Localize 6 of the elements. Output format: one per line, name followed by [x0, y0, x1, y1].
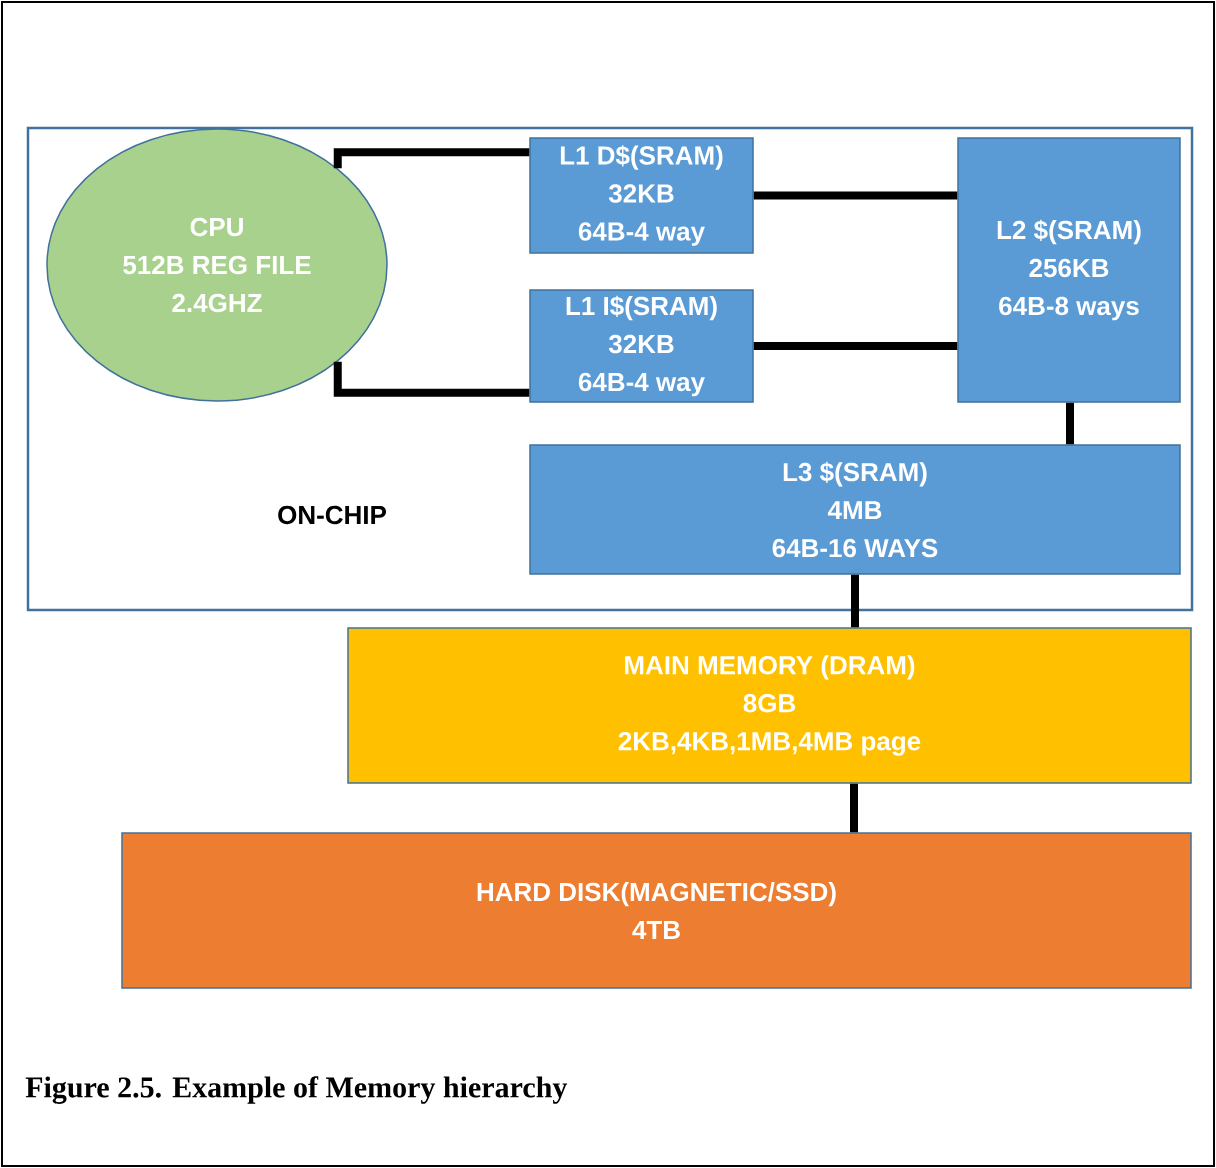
figure-caption: Figure 2.5. Example of Memory hierarchy — [25, 1076, 568, 1104]
cache-box: L1 D$(SRAM) 32KB 64B-4 way — [529, 137, 754, 254]
cache-box: L2 $(SRAM) 256KB 64B-8 ways — [957, 137, 1181, 403]
cache-box: L3 $(SRAM) 4MB 64B-16 WAYS — [529, 444, 1181, 575]
cache-box: L1 I$(SRAM) 32KB 64B-4 way — [529, 289, 754, 403]
memory-box: MAIN MEMORY (DRAM) 8GB 2KB,4KB,1MB,4MB page — [347, 627, 1192, 784]
